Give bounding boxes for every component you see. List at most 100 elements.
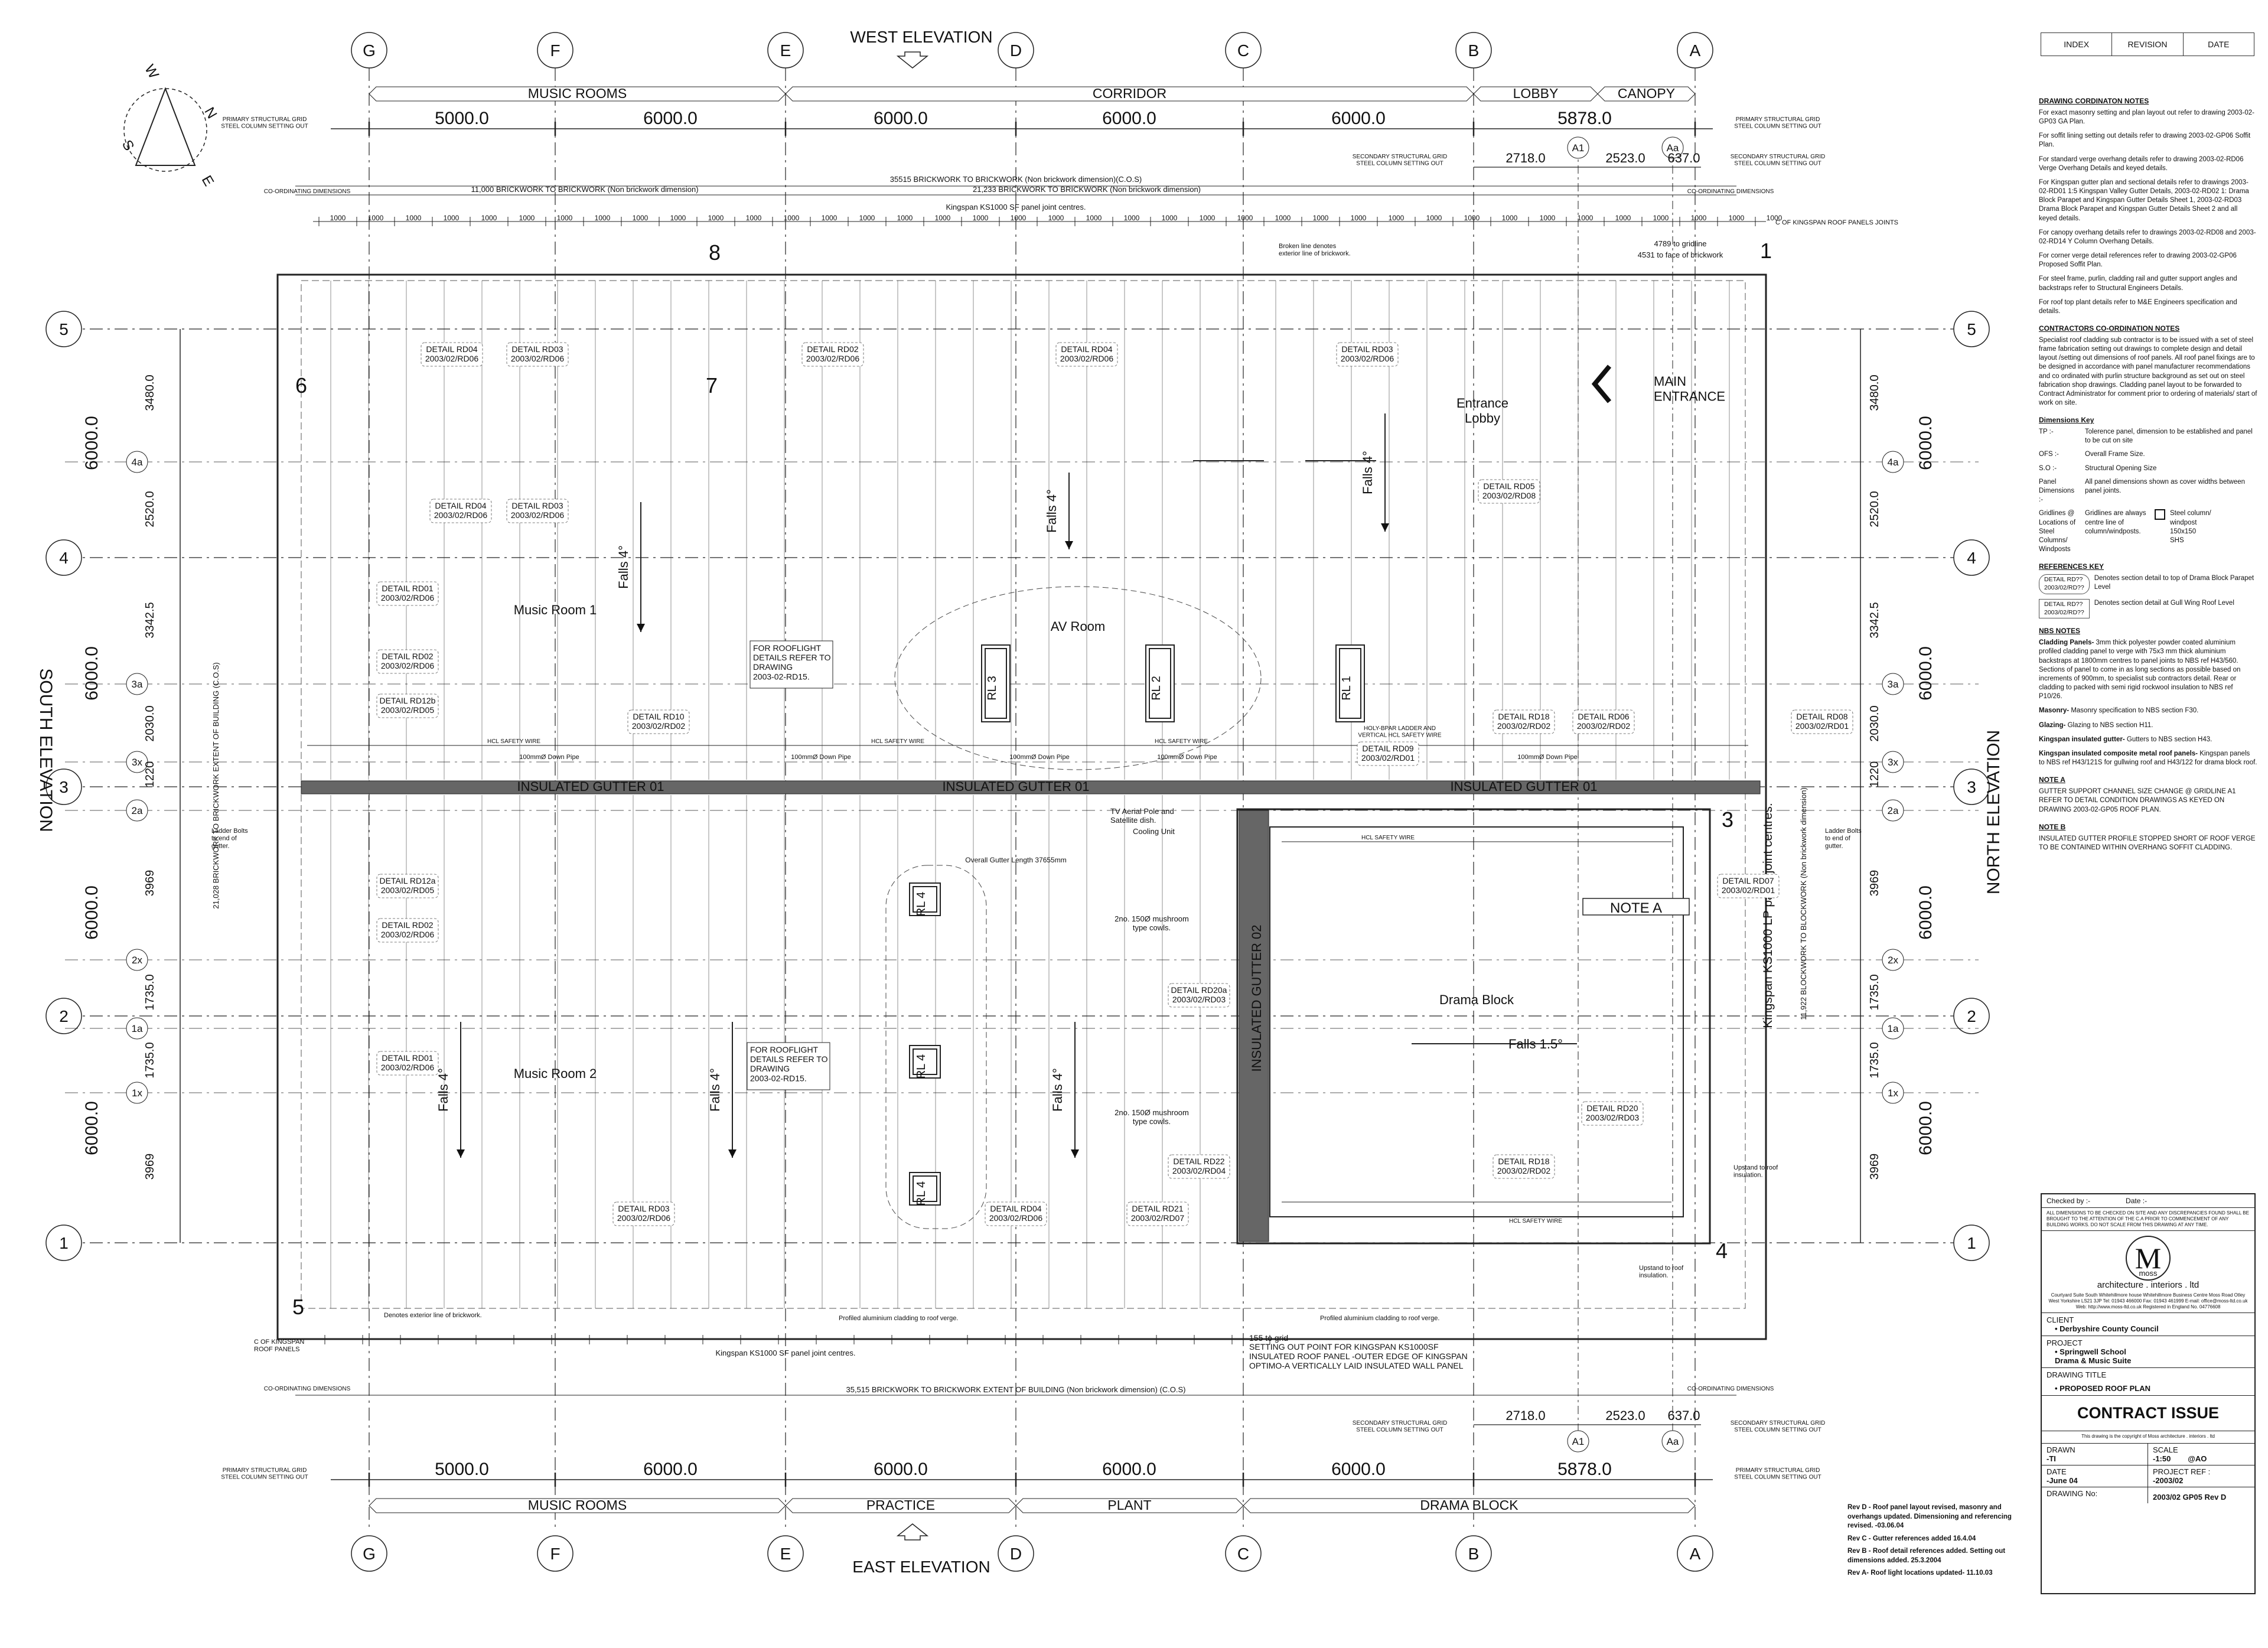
- note-a-tag: [1582, 898, 1690, 916]
- coord-note: For Kingspan gutter plan and sectional d…: [2039, 178, 2249, 222]
- checked-label: Checked by :-: [2047, 1197, 2091, 1205]
- top-zone-label: CORRIDOR: [1093, 86, 1166, 101]
- gutter-01-label: INSULATED GUTTER 01: [517, 779, 664, 794]
- bottom-zone-label: PLANT: [1107, 1497, 1151, 1513]
- building-outline: INSULATED GUTTER 01 INSULATED GUTTER 01 IN…: [276, 273, 1767, 1340]
- minor-grid-bubble: [126, 751, 148, 773]
- grid-bubble-bottom-circle: [767, 1535, 804, 1572]
- drawn-label: DRAWN: [2047, 1445, 2075, 1454]
- section-marker: 4: [1716, 1239, 1728, 1263]
- gutter-01-label: INSULATED GUTTER 01: [1451, 779, 1598, 794]
- safety-wire-label: HCL SAFETY WIRE: [871, 738, 924, 745]
- ref-key-row: DETAIL RD?? 2003/02/RD??Denotes section …: [2039, 598, 2257, 619]
- grid-bubble-right-label: 4: [1967, 549, 1976, 567]
- roof-outline: [276, 273, 1767, 1340]
- brick-dim-left: 11,000 BRICKWORK TO BRICKWORK (Non brick…: [471, 185, 698, 194]
- downpipe-label: 100mmØ Down Pipe: [1157, 754, 1217, 761]
- references-key-title: REFERENCES KEY: [2039, 562, 2104, 571]
- disclaimer: ALL DIMENSIONS TO BE CHECKED ON SITE AND…: [2042, 1208, 2254, 1231]
- panel-joint-dim: 1000: [1502, 214, 1518, 222]
- top-zone-label: MUSIC ROOMS: [528, 86, 627, 101]
- grid-bubble-top-label: D: [1010, 41, 1022, 60]
- east-elevation-label: EAST ELEVATION: [852, 1558, 990, 1576]
- date-cell: DATE-June 04: [2042, 1465, 2148, 1487]
- gutter-02-label: INSULATED GUTTER 02: [1249, 925, 1264, 1072]
- detail-callout-box: [1791, 709, 1853, 734]
- minor-grid-label: 1a: [132, 1023, 143, 1034]
- steel-column-symbol: [2155, 509, 2165, 520]
- grid-bubble-top-circle: [351, 32, 387, 69]
- right-blockwork-note: 11,922 BLOCKWORK TO BLOCKWORK (Non brick…: [1799, 787, 1808, 1020]
- coord-notes-title: DRAWING CORDINATON NOTES: [2039, 97, 2149, 105]
- falls-label: Falls 4°: [1360, 451, 1375, 494]
- panel-joint-dim: 1000: [708, 214, 724, 222]
- right-big-dim: 6000.0: [1916, 646, 1935, 701]
- minor-grid-bubble: [1882, 451, 1904, 473]
- primary-dim-bottom-value: 6000.0: [1102, 1460, 1156, 1479]
- grid-bubble-right-label: 3: [1967, 778, 1976, 796]
- revision-note: Rev A- Roof light locations updated- 11.…: [1847, 1569, 1993, 1577]
- left-dim-value: 3480.0: [144, 374, 157, 411]
- drawn-cell: DRAWN-TI: [2042, 1444, 2148, 1465]
- panel-joint-dim: 1000: [1691, 214, 1707, 222]
- rooflight-note-box: [747, 1042, 830, 1090]
- panel-joint-dim: 1000: [557, 214, 573, 222]
- revision-notes: Rev D - Roof panel layout revised, mason…: [1847, 1503, 2031, 1582]
- grid-bubble-right-circle: [1953, 768, 1990, 805]
- grid-bubble-left-label: 5: [59, 320, 69, 338]
- issue-status: CONTRACT ISSUE: [2042, 1396, 2254, 1431]
- revision-header: INDEX REVISION DATE: [2041, 32, 2254, 56]
- grid-bubble-bottom-label: G: [363, 1545, 376, 1563]
- rooflight-note-box: [750, 640, 833, 689]
- ref-key-row: DETAIL RD?? 2003/02/RD??Denotes section …: [2039, 574, 2257, 594]
- coord-dims-note: CO-ORDINATING DIMENSIONS: [1687, 188, 1774, 195]
- date-label: DATE: [2047, 1467, 2067, 1476]
- secondary-bubble-label: Aa: [1667, 1436, 1679, 1447]
- safety-wire-label: HCL SAFETY WIRE: [1155, 738, 1208, 745]
- revision-note: Rev C - Gutter references added 16.4.04: [1847, 1535, 1976, 1542]
- minor-grid-label: 4a: [132, 457, 143, 468]
- minor-grid-label: 3a: [132, 679, 143, 690]
- dim-key-row: OFS :-Overall Frame Size.: [2039, 450, 2257, 459]
- panel-joint-dim: 1000: [897, 214, 913, 222]
- panel-joint-dim: 1000: [1124, 214, 1140, 222]
- detail-callout-box: [421, 342, 483, 367]
- left-dim-value: 1735.0: [144, 974, 157, 1010]
- client-label: CLIENT: [2047, 1315, 2074, 1324]
- coord-note: For steel frame, purlin, cladding rail a…: [2039, 275, 2237, 292]
- grid-bubble-bottom-label: B: [1468, 1545, 1480, 1563]
- nbs-note-term: Glazing-: [2039, 721, 2066, 729]
- grid-bubble-top-circle: [1677, 32, 1713, 69]
- minor-grid-label: 1a: [1888, 1023, 1899, 1034]
- section-marker: 3: [1722, 807, 1733, 832]
- grid-bubble-bottom-circle: [1677, 1535, 1713, 1572]
- secondary-dim-value: 2523.0: [1605, 1408, 1645, 1423]
- nbs-note: Kingspan insulated gutter- Gutters to NB…: [2039, 735, 2257, 744]
- gutter-01: [301, 780, 1761, 794]
- rooflight-label: RL 4: [915, 1054, 928, 1079]
- nbs-note-text: Glazing to NBS section H11.: [2067, 721, 2153, 729]
- grid-bubble-bottom-circle: [998, 1535, 1034, 1572]
- minor-grid-label: 3a: [1888, 679, 1899, 690]
- bottom-zone-label: DRAMA BLOCK: [1420, 1497, 1518, 1513]
- panel-joint-dim: 1000: [595, 214, 611, 222]
- left-big-dim: 6000.0: [82, 646, 102, 701]
- minor-grid-bubble: [126, 673, 148, 695]
- detail-callout-box: [1336, 342, 1399, 367]
- kingspan-bottom-note: Kingspan KS1000 SF panel joint centres.: [715, 1349, 855, 1357]
- detail-callout-box: [627, 709, 690, 734]
- primary-dim-top-value: 5878.0: [1557, 109, 1612, 128]
- top-zone-band: [1597, 86, 1696, 102]
